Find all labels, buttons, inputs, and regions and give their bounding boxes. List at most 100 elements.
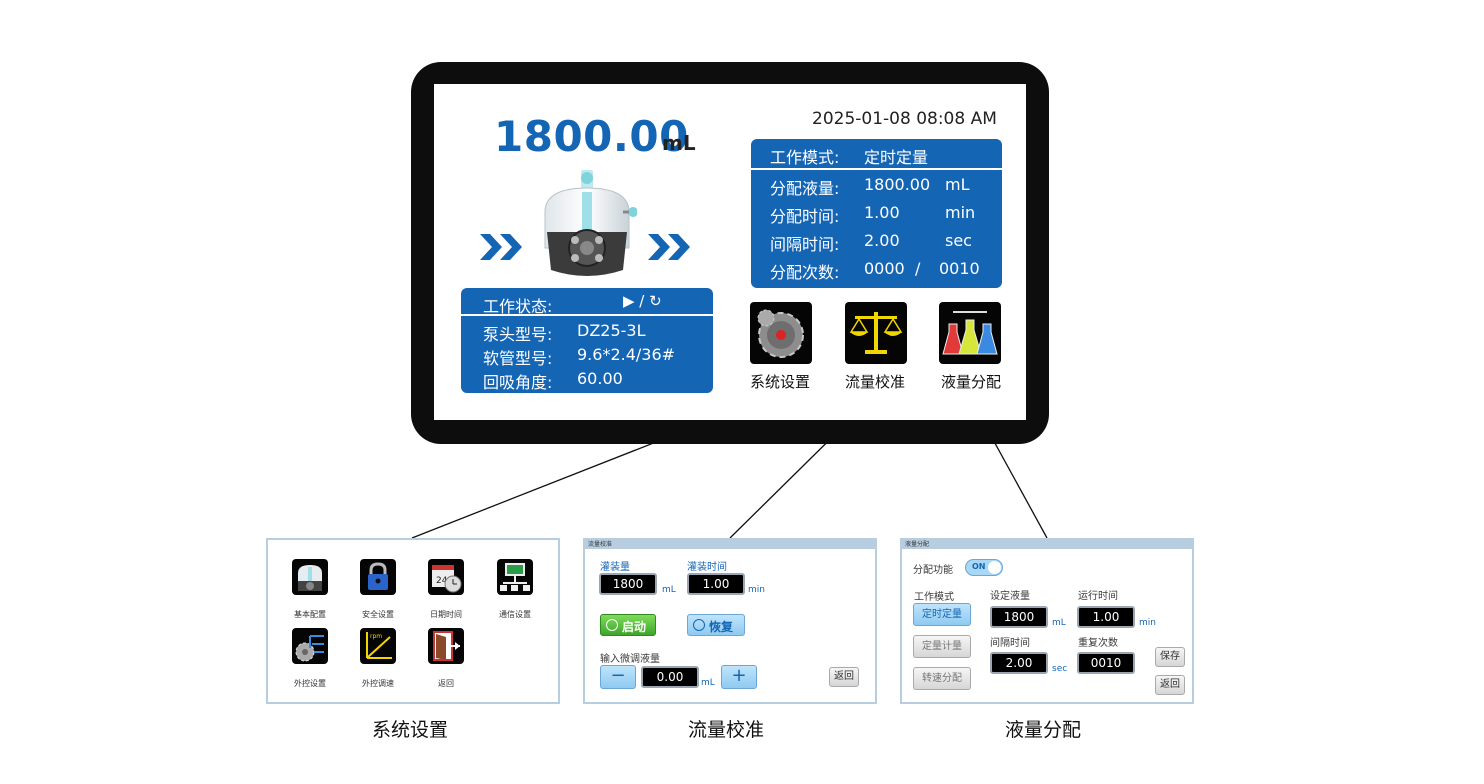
- restore-button[interactable]: 恢复: [687, 614, 745, 636]
- mode-timed-button[interactable]: 定时定量: [913, 603, 971, 626]
- menu-flow-calibration[interactable]: [845, 302, 907, 364]
- fill-volume-label: 灌装量: [600, 562, 630, 573]
- item-label: 通信设置: [499, 610, 531, 619]
- status-row-value: 9.6*2.4/36#: [577, 345, 676, 364]
- param-label: 分配液量:: [770, 179, 840, 198]
- param-total: 0010: [939, 259, 980, 278]
- mode-label: 工作模式:: [770, 148, 840, 167]
- set-volume-field[interactable]: 1800: [990, 606, 1048, 628]
- svg-text:24: 24: [436, 576, 448, 586]
- param-value: 1.00: [864, 203, 900, 222]
- fine-tune-unit: mL: [701, 678, 715, 688]
- increment-button[interactable]: +: [721, 665, 757, 689]
- mode-speed-button[interactable]: 转速分配: [913, 667, 971, 690]
- fill-time-unit: min: [748, 585, 765, 595]
- fine-tune-label: 输入微调液量: [600, 654, 660, 665]
- set-volume-label: 设定液量: [990, 591, 1030, 602]
- network-icon[interactable]: [497, 559, 533, 595]
- fill-time-field[interactable]: 1.00: [687, 573, 745, 595]
- params-divider: [751, 168, 1002, 170]
- menu-volume-dispense[interactable]: [939, 302, 1001, 364]
- flasks-icon: [942, 311, 998, 355]
- back-button[interactable]: 返回: [1155, 675, 1185, 695]
- interval-unit: sec: [1052, 664, 1068, 674]
- param-unit: mL: [945, 175, 970, 194]
- volume-unit: mL: [662, 131, 696, 155]
- status-row-label: 软管型号:: [483, 349, 553, 368]
- datetime-display: 2025-01-08 08:08 AM: [812, 109, 997, 129]
- item-label: 基本配置: [294, 610, 326, 619]
- external-control-icon[interactable]: [292, 628, 328, 664]
- start-label: 启动: [622, 620, 647, 634]
- fill-volume-field[interactable]: 1800: [599, 573, 657, 595]
- run-time-label: 运行时间: [1078, 591, 1118, 602]
- flow-calibration-panel: 流量校准 灌装量 1800 mL 灌装时间 1.00 min 启动 恢复 输入微…: [583, 538, 877, 704]
- gear-icon: [757, 309, 804, 358]
- toggle-label: ON: [972, 562, 986, 571]
- param-value: 0000: [864, 259, 905, 278]
- repeat-label: 重复次数: [1078, 638, 1118, 649]
- menu-label-dispense: 液量分配: [941, 373, 1002, 391]
- status-label: 工作状态:: [483, 297, 553, 316]
- item-label: 返回: [438, 679, 454, 688]
- param-label: 分配时间:: [770, 207, 840, 226]
- play-circle-icon: [606, 619, 618, 631]
- item-label: 外控设置: [294, 679, 326, 688]
- basic-config-icon[interactable]: [292, 559, 328, 595]
- run-time-unit: min: [1139, 618, 1156, 628]
- save-button[interactable]: 保存: [1155, 647, 1185, 667]
- param-separator: /: [915, 259, 921, 278]
- speed-graph-icon[interactable]: rpm: [360, 628, 396, 664]
- param-unit: min: [945, 203, 976, 222]
- system-settings-panel: 基本配置 安全设置 24 日期时间 通信设置 外控设置 rpm 外控调速 返回: [266, 538, 560, 704]
- param-value: 1800.00: [864, 175, 931, 194]
- back-button[interactable]: 返回: [829, 667, 859, 687]
- caption-calibration: 流量校准: [688, 719, 765, 741]
- menu-system-settings[interactable]: [750, 302, 812, 364]
- run-refresh-icon[interactable]: ▶ / ↻: [623, 292, 662, 310]
- menu-label-system: 系统设置: [750, 373, 811, 391]
- fill-volume-unit: mL: [662, 585, 676, 595]
- flow-chevron-right-icon: [648, 234, 690, 260]
- dispense-toggle[interactable]: ON: [965, 559, 1003, 576]
- set-volume-unit: mL: [1052, 618, 1066, 628]
- mode-quantity-button[interactable]: 定量计量: [913, 635, 971, 658]
- function-label: 分配功能: [913, 565, 953, 576]
- start-button[interactable]: 启动: [600, 614, 656, 636]
- svg-text:rpm: rpm: [370, 633, 382, 640]
- params-panel: 工作模式: 定时定量 分配液量: 1800.00 mL 分配时间: 1.00 m…: [751, 139, 1002, 288]
- mode-value: 定时定量: [864, 148, 929, 167]
- status-divider: [461, 314, 713, 316]
- exit-door-icon[interactable]: [428, 628, 464, 664]
- mode-label: 工作模式: [914, 592, 954, 603]
- interval-label: 间隔时间: [990, 638, 1030, 649]
- calendar-clock-icon[interactable]: 24: [428, 559, 464, 595]
- volume-dispense-panel: 液量分配 分配功能 ON 工作模式 定时定量 定量计量 转速分配 设定液量 18…: [900, 538, 1194, 704]
- param-label: 分配次数:: [770, 263, 840, 282]
- status-row-value: 60.00: [577, 369, 623, 388]
- repeat-field[interactable]: 0010: [1077, 652, 1135, 674]
- lock-icon[interactable]: [360, 559, 396, 595]
- param-label: 间隔时间:: [770, 235, 840, 254]
- decrement-button[interactable]: −: [600, 665, 636, 689]
- status-panel: 工作状态: ▶ / ↻ 泵头型号: DZ25-3L 软管型号: 9.6*2.4/…: [461, 288, 713, 393]
- restore-label: 恢复: [709, 620, 734, 634]
- fill-time-label: 灌装时间: [687, 562, 727, 573]
- caption-system: 系统设置: [372, 719, 449, 741]
- run-time-field[interactable]: 1.00: [1077, 606, 1135, 628]
- pump-head-icon: [544, 170, 637, 276]
- item-label: 安全设置: [362, 610, 394, 619]
- fine-tune-field[interactable]: 0.00: [641, 666, 699, 688]
- caption-dispense: 液量分配: [1005, 719, 1082, 741]
- status-row-label: 回吸角度:: [483, 373, 553, 392]
- item-label: 外控调速: [362, 679, 394, 688]
- param-value: 2.00: [864, 231, 900, 250]
- item-label: 日期时间: [430, 610, 462, 619]
- panel-title: 液量分配: [902, 540, 1192, 549]
- param-unit: sec: [945, 231, 972, 250]
- volume-readout: 1800.00: [494, 112, 689, 161]
- panel-title: 流量校准: [585, 540, 875, 549]
- play-circle-icon: [693, 619, 705, 631]
- interval-field[interactable]: 2.00: [990, 652, 1048, 674]
- status-row-label: 泵头型号:: [483, 325, 553, 344]
